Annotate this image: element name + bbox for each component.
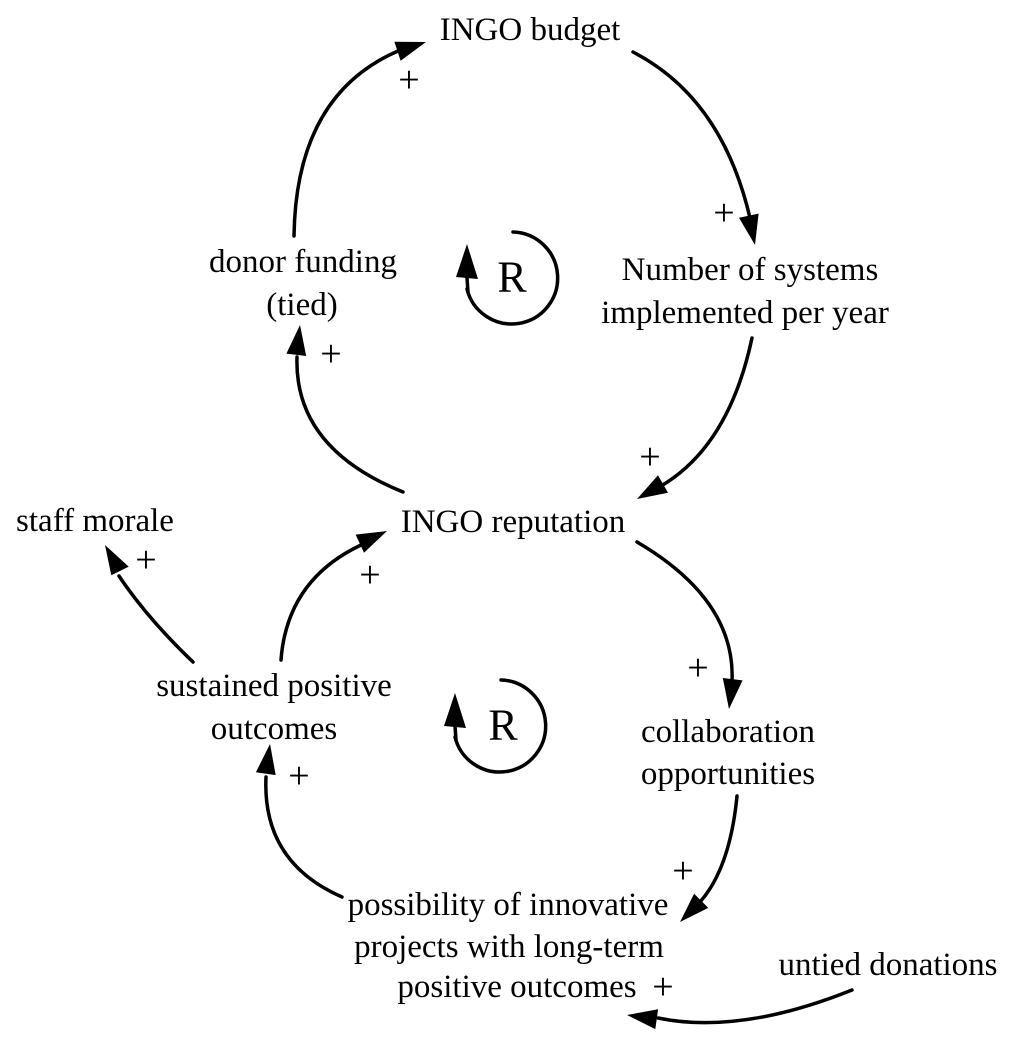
node-ingo-reputation: INGO reputation <box>401 504 626 540</box>
loop-circle-top <box>465 230 560 326</box>
link-arrowheads <box>105 41 759 1030</box>
link-ingo-reputation-to-donor-funding <box>295 355 405 494</box>
link-ingo-reputation-to-collaboration <box>635 540 734 684</box>
node-possibility-line3: positive outcomes <box>397 969 636 1005</box>
node-possibility-line2: projects with long-term <box>354 929 664 965</box>
polarity-budget-to-systems: + <box>713 192 734 234</box>
node-donor-funding-line2: (tied) <box>266 287 337 323</box>
link-donor-funding-to-ingo-budget <box>292 49 400 238</box>
node-collaboration-line1: collaboration <box>641 714 815 750</box>
node-number-of-systems-line2: implemented per year <box>601 295 889 331</box>
node-number-of-systems-line1: Number of systems <box>622 252 879 288</box>
arrowhead-to-number-of-systems <box>739 213 759 245</box>
node-staff-morale: staff morale <box>16 503 174 539</box>
link-possibility-to-sustained-outcomes <box>264 775 344 899</box>
polarity-donor-to-budget: + <box>398 59 419 101</box>
link-sustained-outcomes-to-staff-morale <box>117 574 195 664</box>
node-untied-donations: untied donations <box>778 947 997 983</box>
link-number-of-systems-to-ingo-reputation <box>659 336 754 488</box>
loop-circle-bottom <box>453 678 548 774</box>
loop-arrowhead-top <box>456 244 478 279</box>
loop-arrowhead-bottom <box>444 693 466 728</box>
arrowhead-to-ingo-reputation-from-systems <box>637 475 668 499</box>
polarity-systems-to-reputation: + <box>639 436 660 478</box>
link-arcs <box>117 49 854 1025</box>
polarity-signs: + + + + + + + + + + <box>135 59 734 1008</box>
arrowhead-to-sustained-outcomes <box>255 744 276 776</box>
polarity-reputation-to-donor: + <box>320 333 341 375</box>
link-sustained-outcomes-to-ingo-reputation <box>279 543 363 662</box>
link-collaboration-to-possibility <box>698 794 739 904</box>
node-collaboration-line2: opportunities <box>641 756 815 792</box>
loop-label-top: R <box>497 253 527 302</box>
node-donor-funding-line1: donor funding <box>209 244 397 280</box>
node-sustained-outcomes-line1: sustained positive <box>156 668 392 704</box>
link-untied-donations-to-possibility <box>656 988 854 1025</box>
node-labels: INGO budget Number of systems implemente… <box>16 12 997 1005</box>
loop-label-bottom: R <box>488 701 518 750</box>
polarity-possibility-to-sustained: + <box>288 755 309 797</box>
polarity-untied-to-possibility: + <box>652 966 673 1008</box>
arrowhead-to-possibility-from-untied <box>627 1009 659 1030</box>
loop-arrow-shaft-top <box>465 276 470 294</box>
arrowhead-to-possibility-from-collaboration <box>680 893 709 922</box>
link-ingo-budget-to-number-of-systems <box>631 50 752 220</box>
polarity-sustained-to-staff-morale: + <box>135 539 156 581</box>
arrowhead-to-donor-funding <box>286 325 307 356</box>
loop-indicator-bottom: R <box>444 678 548 774</box>
polarity-collaboration-to-possibility: + <box>672 850 693 892</box>
loop-arrow-shaft-bottom <box>453 724 458 742</box>
arrowhead-to-collaboration <box>722 678 743 709</box>
node-sustained-outcomes-line2: outcomes <box>211 711 337 747</box>
polarity-reputation-to-collaboration: + <box>687 647 708 689</box>
node-possibility-line1: possibility of innovative <box>348 887 669 923</box>
arrowhead-to-ingo-reputation-from-sustained <box>355 531 387 553</box>
arrowhead-to-ingo-budget <box>394 41 426 61</box>
polarity-sustained-to-reputation: + <box>359 554 380 596</box>
node-ingo-budget: INGO budget <box>440 12 621 48</box>
arrowhead-to-staff-morale <box>105 545 129 576</box>
loop-indicator-top: R <box>456 230 560 326</box>
